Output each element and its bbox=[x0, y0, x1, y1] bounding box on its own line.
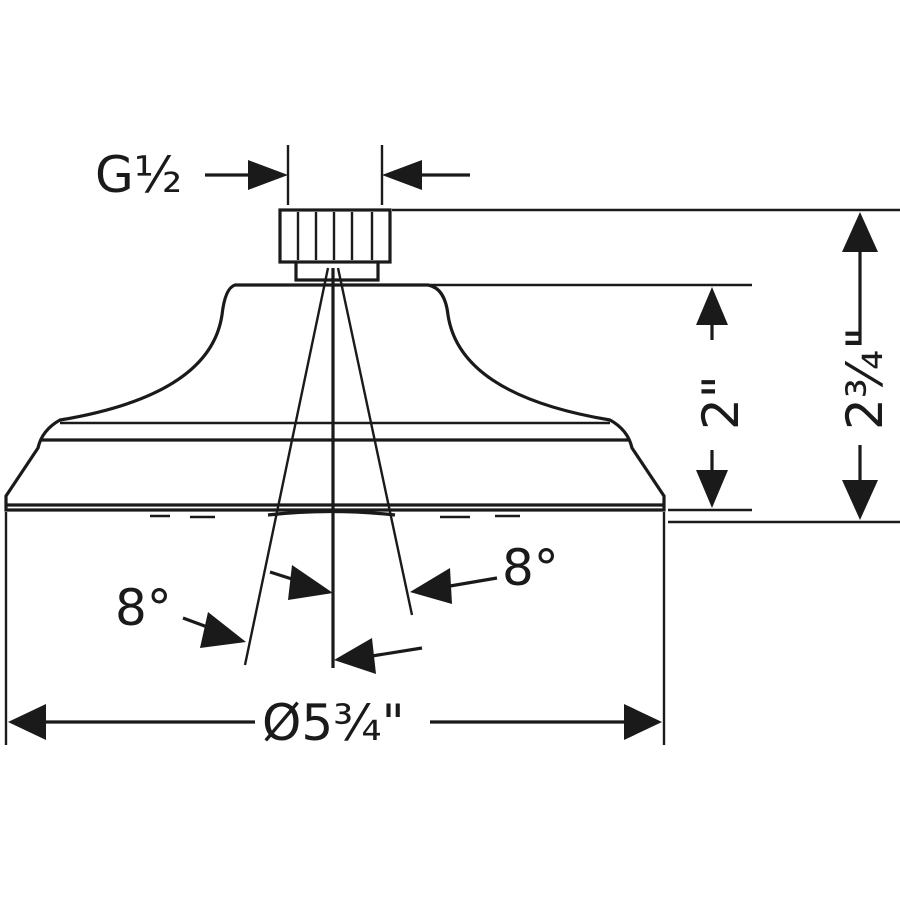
total-height-label: 2¾" bbox=[836, 327, 894, 430]
thread-label: G½ bbox=[95, 146, 182, 204]
spray-angle-lines bbox=[243, 267, 414, 668]
spray-angle-right-label: 8° bbox=[502, 539, 559, 597]
spray-face bbox=[267, 509, 396, 517]
spray-angle-dimension-left: 8° bbox=[115, 565, 333, 648]
diameter-dimension: Ø5¾" bbox=[4, 512, 666, 752]
shower-head-outline bbox=[4, 208, 666, 519]
total-height-dimension: 2¾" bbox=[392, 208, 900, 524]
thread-dimension: G½ bbox=[95, 145, 470, 205]
diameter-label: Ø5¾" bbox=[262, 694, 405, 752]
spray-angle-left-label: 8° bbox=[115, 579, 172, 637]
connector-nut bbox=[278, 208, 392, 264]
body-height-dimension: 2" bbox=[430, 283, 752, 512]
body-height-label: 2" bbox=[692, 375, 750, 430]
spray-angle-dimension-right: 8° bbox=[334, 539, 559, 674]
body-dome bbox=[4, 283, 666, 512]
